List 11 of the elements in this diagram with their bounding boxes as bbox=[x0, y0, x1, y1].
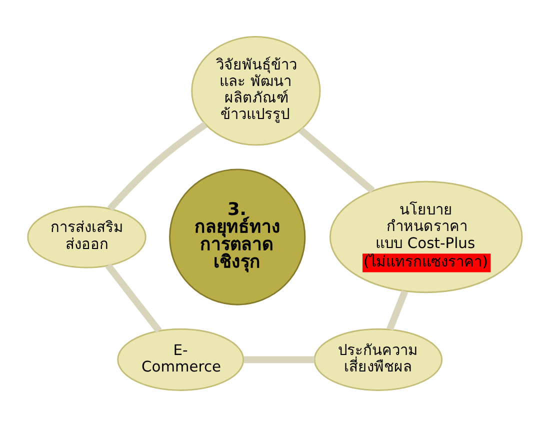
connector bbox=[244, 356, 314, 364]
node-ellipse: การส่งเสริม ส่งออก bbox=[27, 206, 146, 268]
connector bbox=[386, 290, 408, 331]
node-ellipse: ประกันความ เสี่ยงพืชผล bbox=[314, 328, 443, 391]
node-ellipse: นโยบาย กำหนดราคา แบบ Cost-Plus (ไม่แทรกแซงราคา) bbox=[329, 180, 523, 294]
connector bbox=[298, 127, 375, 194]
node-ellipse: E- Commerce bbox=[117, 328, 244, 391]
node-ellipse: วิจัยพันธุ์ข้าว และ พัฒนา ผลิตภัณฑ์ ข้าวแปรรูป bbox=[191, 36, 321, 146]
connector bbox=[105, 263, 162, 334]
node-circle: 3. กลยุทธ์ทาง การตลาด เชิงรุก bbox=[169, 168, 306, 306]
connector bbox=[107, 122, 208, 212]
